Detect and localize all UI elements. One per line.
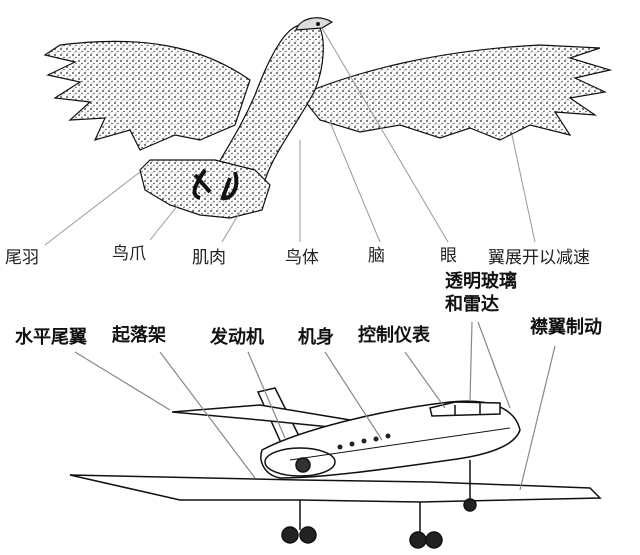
cockpit-windows (429, 401, 501, 417)
bird-leader-lines (44, 27, 536, 246)
label-tail-feathers: 尾羽 (5, 248, 39, 268)
label-instruments: 控制仪表 (358, 325, 430, 346)
label-horizontal-tail: 水平尾翼 (15, 327, 87, 348)
label-glass-radar-line1: 透明玻璃 (445, 271, 517, 292)
bird-drawing (43, 17, 613, 219)
plane-leader-lines (74, 321, 556, 491)
label-wing-spread: 翼展开以减速 (488, 248, 590, 268)
label-flap-brake: 襟翼制动 (530, 317, 602, 338)
label-eye: 眼 (440, 246, 457, 266)
main-wing (69, 474, 602, 503)
bird-head (295, 17, 334, 31)
bird-eye-icon (316, 22, 320, 26)
label-brain: 脑 (368, 246, 385, 266)
label-claws: 鸟爪 (112, 244, 146, 264)
right-wing (299, 44, 613, 141)
left-wing (43, 40, 251, 151)
label-glass-radar-line2: 和雷达 (445, 294, 499, 315)
label-fuselage: 机身 (298, 327, 334, 348)
label-landing-gear: 起落架 (112, 325, 166, 346)
label-bird-body: 鸟体 (285, 248, 319, 268)
label-muscle: 肌肉 (192, 248, 226, 268)
horizontal-tail-shape (171, 404, 352, 429)
label-engine: 发动机 (210, 327, 264, 348)
bird-claws (192, 168, 239, 201)
airplane-drawing (69, 387, 602, 549)
